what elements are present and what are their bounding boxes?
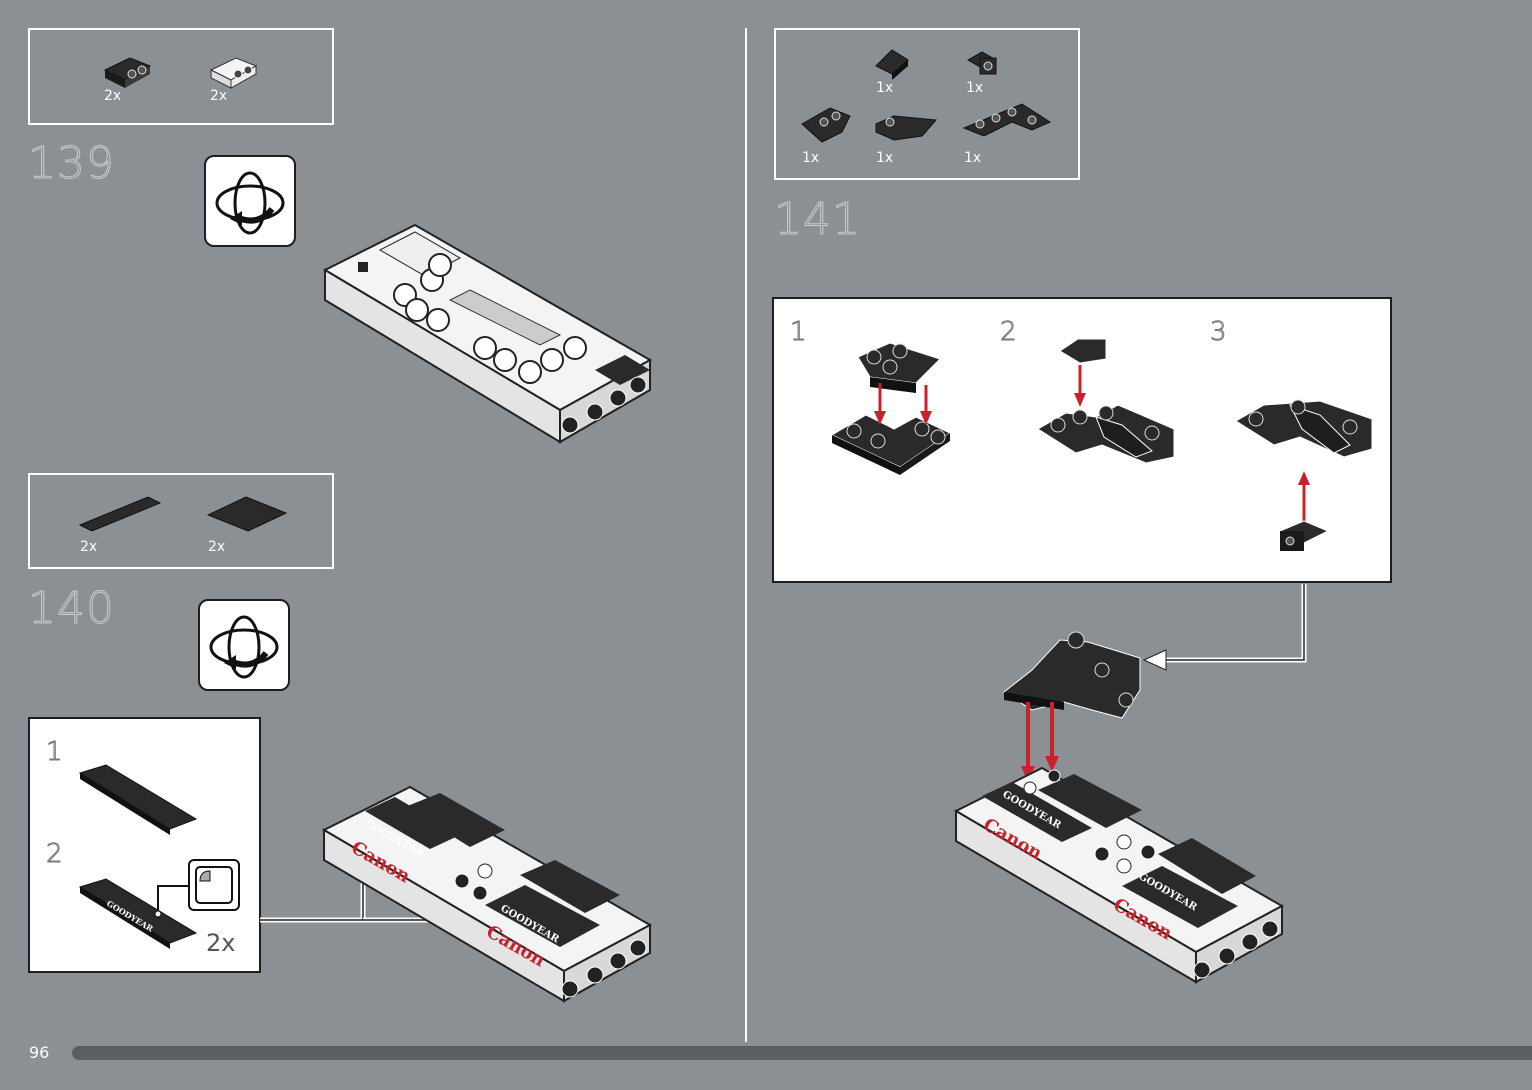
qty-label: 1x xyxy=(964,150,981,166)
rotate-model-box xyxy=(204,155,296,247)
step-number-140: 140 xyxy=(28,583,115,634)
qty-label: 2x xyxy=(210,88,227,104)
substep-3-diagram xyxy=(1234,333,1394,553)
qty-label: 2x xyxy=(80,539,97,555)
black-slope-icon xyxy=(872,44,922,84)
substep-number: 2 xyxy=(46,839,63,869)
stud xyxy=(494,349,516,371)
black-tile-2x4-icon xyxy=(206,493,296,533)
parts-list-141: 1x 1x 1x 1x 1x xyxy=(774,28,1080,180)
substep-number: 2 xyxy=(1000,317,1017,347)
black-curved-slope-icon xyxy=(874,108,944,153)
white-bracket-plate-icon xyxy=(206,50,266,90)
black-bracket-icon xyxy=(962,44,1012,84)
black-wedge-plate-icon xyxy=(800,102,860,147)
qty-label: 1x xyxy=(876,80,893,96)
stud xyxy=(429,254,451,276)
substep-number: 3 xyxy=(1210,317,1227,347)
parts-list-140: 2x 2x xyxy=(28,473,334,569)
qty-label: 1x xyxy=(966,80,983,96)
page-progress-bar xyxy=(72,1046,1532,1060)
subassembly-panel-141: 1 2 3 xyxy=(772,297,1392,583)
black-tile-1x6-icon xyxy=(78,493,168,533)
step-number-139: 139 xyxy=(28,138,115,189)
stud xyxy=(564,337,586,359)
qty-label: 1x xyxy=(802,150,819,166)
qty-label: 1x xyxy=(876,150,893,166)
substep-number: 1 xyxy=(790,317,807,347)
step-141-model: GOODYEAR Canon GOODYEAR Canon xyxy=(952,766,1292,986)
substep-2-diagram xyxy=(1036,333,1196,493)
step-number-141: 141 xyxy=(774,194,861,245)
stud xyxy=(474,337,496,359)
stud xyxy=(427,309,449,331)
rotate-model-box xyxy=(198,599,290,691)
subassembly-panel-140: 1 2 GOODYEAR 2x xyxy=(28,717,261,973)
parts-list-139: 2x 2x xyxy=(28,28,334,125)
assembly-arrow xyxy=(1140,582,1340,682)
stud xyxy=(519,361,541,383)
page-number: 96 xyxy=(29,1043,49,1062)
stud xyxy=(541,349,563,371)
rotate-model-icon xyxy=(200,601,292,693)
step-140-model: GOODYEAR Canon GOODYEAR Canon xyxy=(320,785,660,1005)
substep-number: 1 xyxy=(46,737,63,767)
qty-label: 2x xyxy=(208,539,225,555)
stud xyxy=(406,299,428,321)
substep-1-diagram xyxy=(830,337,990,487)
step-139-model xyxy=(320,220,660,450)
black-tile-1x6-icon xyxy=(76,761,206,841)
black-corner-plate-icon xyxy=(962,100,1052,145)
page-divider xyxy=(745,28,747,1042)
qty-label: 2x xyxy=(104,88,121,104)
multiplier-label: 2x xyxy=(206,929,235,957)
black-bracket-plate-icon xyxy=(100,50,160,90)
callout-line xyxy=(150,884,210,944)
rotate-model-icon xyxy=(206,157,298,249)
